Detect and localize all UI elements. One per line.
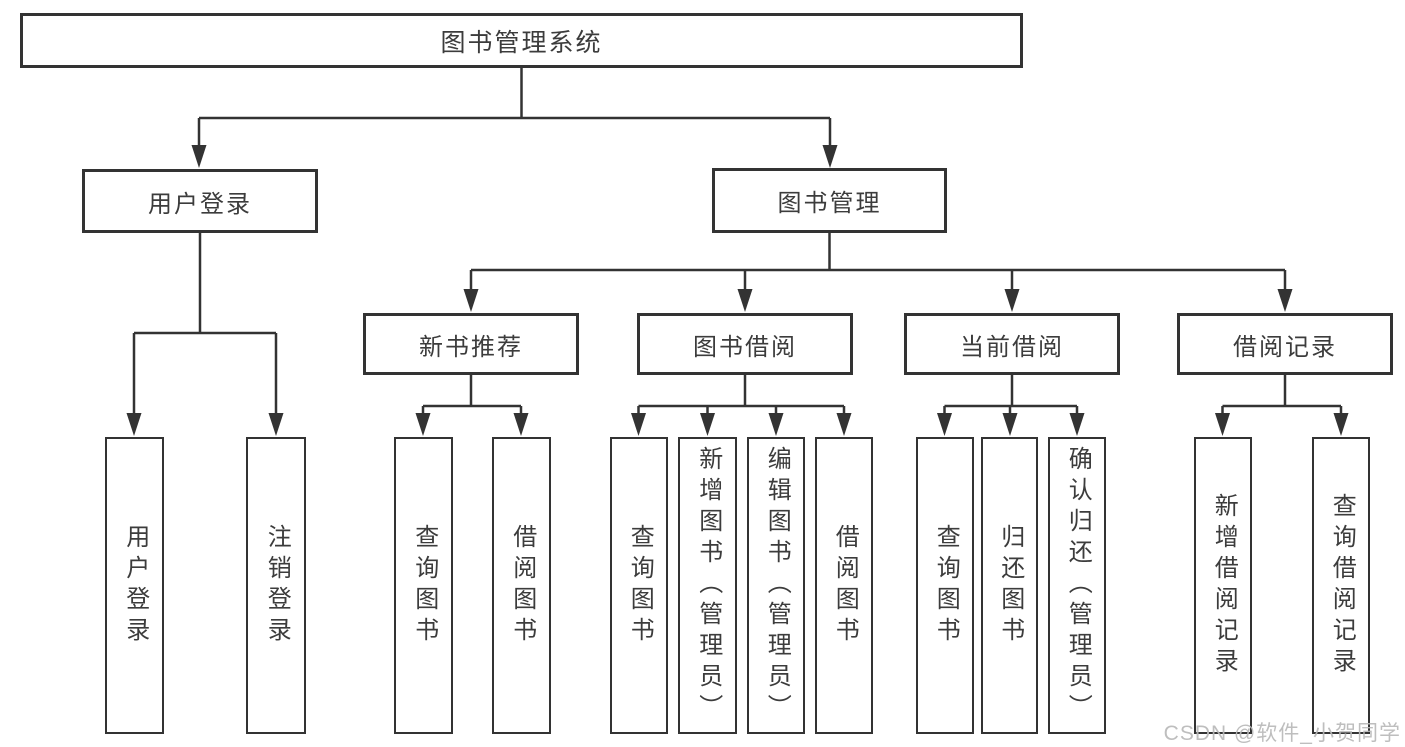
node-label: 用户登录: [148, 190, 252, 218]
node-label: 当前借阅: [960, 333, 1064, 361]
leaf-logout: 注销登录: [246, 437, 306, 734]
leaf-user-login: 用户登录: [105, 437, 164, 734]
node-label: 查询借阅记录: [1328, 492, 1356, 679]
node-label: 注销登录: [263, 523, 291, 648]
leaf-query-borrow-record: 查询借阅记录: [1312, 437, 1370, 734]
leaf-add-borrow-record: 新增借阅记录: [1194, 437, 1252, 734]
leaf-query-books-current: 查询图书: [916, 437, 974, 734]
node-label: 新增借阅记录: [1210, 492, 1238, 679]
leaf-edit-books-admin: 编辑图书（管理员）: [747, 437, 805, 734]
leaf-query-books-recommend: 查询图书: [394, 437, 453, 734]
node-book-management: 图书管理: [712, 168, 947, 233]
csdn-watermark: CSDN @软件_小贺同学: [1163, 722, 1401, 745]
node-label: 图书借阅: [693, 333, 797, 361]
node-label: 新书推荐: [419, 333, 523, 361]
node-label: 归还图书: [996, 523, 1024, 648]
leaf-borrow-books-borrowing: 借阅图书: [815, 437, 873, 734]
node-book-borrowing: 图书借阅: [637, 313, 853, 375]
node-label: 借阅图书: [831, 523, 859, 648]
node-label: 查询图书: [410, 523, 438, 648]
leaf-confirm-return-admin: 确认归还（管理员）: [1048, 437, 1106, 734]
leaf-add-books-admin: 新增图书（管理员）: [678, 437, 737, 734]
node-user-login: 用户登录: [82, 169, 318, 233]
node-new-book-recommendation: 新书推荐: [363, 313, 579, 375]
node-borrowing-records: 借阅记录: [1177, 313, 1393, 375]
node-current-borrowing: 当前借阅: [904, 313, 1120, 375]
node-label: 新增图书（管理员）: [694, 446, 722, 725]
leaf-query-books-borrowing: 查询图书: [610, 437, 668, 734]
node-label: 借阅图书: [508, 523, 536, 648]
node-library-management-system: 图书管理系统: [20, 13, 1023, 68]
node-label: 查询图书: [932, 523, 960, 648]
node-label: 图书管理系统: [440, 28, 603, 57]
node-label: 借阅记录: [1233, 333, 1337, 361]
node-label: 图书管理: [777, 190, 882, 217]
arrowhead-icons: [126, 145, 1349, 436]
node-label: 查询图书: [626, 523, 654, 648]
leaf-borrow-books-recommend: 借阅图书: [492, 437, 551, 734]
leaf-return-books: 归还图书: [981, 437, 1038, 734]
node-label: 用户登录: [121, 523, 149, 648]
node-label: 确认归还（管理员）: [1064, 446, 1092, 725]
node-label: 编辑图书（管理员）: [763, 446, 791, 725]
